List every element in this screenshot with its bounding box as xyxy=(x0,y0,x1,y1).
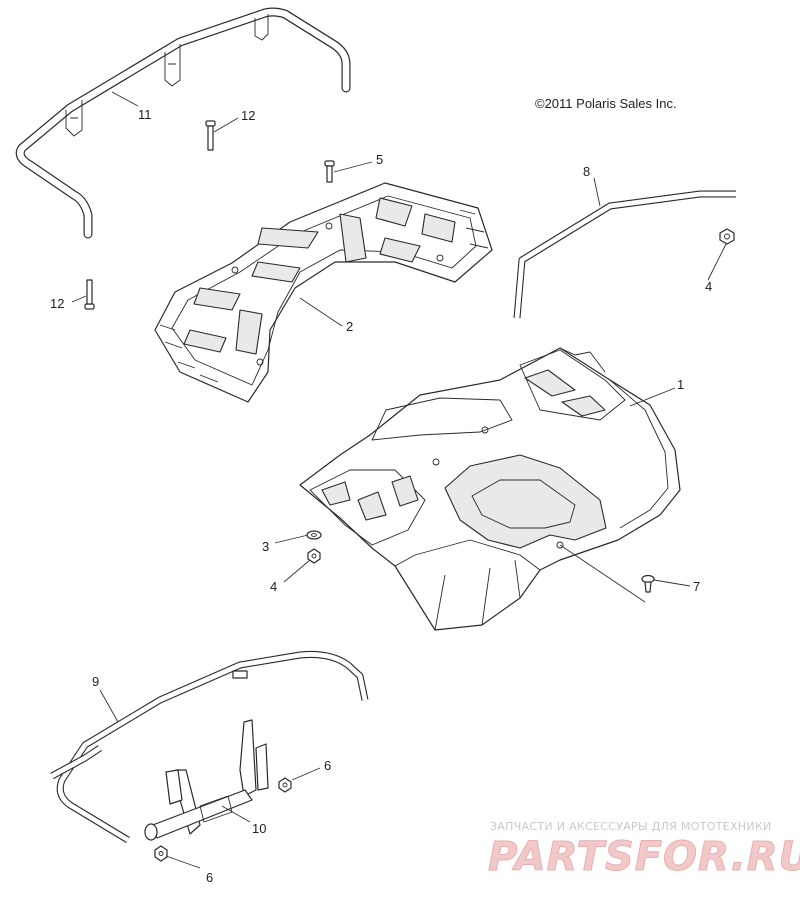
copyright-text: ©2011 Polaris Sales Inc. xyxy=(535,96,677,111)
watermark: ЗАПЧАСТИ И АКСЕССУАРЫ ДЛЯ МОТОТЕХНИКИ PA… xyxy=(488,820,800,881)
part-8-side-bar xyxy=(513,190,736,319)
part-1-rear-fender xyxy=(299,347,681,631)
callout-6-upper: 6 xyxy=(324,758,331,773)
callout-6-lower: 6 xyxy=(206,870,213,885)
part-12-bolt-upper xyxy=(205,120,216,151)
part-9-rear-rack-tube xyxy=(50,651,369,843)
part-12-bolt-lower xyxy=(84,279,95,310)
watermark-tagline: ЗАПЧАСТИ И АКСЕССУАРЫ ДЛЯ МОТОТЕХНИКИ xyxy=(490,820,772,833)
callout-1: 1 xyxy=(677,377,684,392)
part-10-hitch-bracket xyxy=(144,719,269,841)
callout-5: 5 xyxy=(376,152,383,167)
leader-lines xyxy=(71,91,727,869)
callout-7: 7 xyxy=(693,579,700,594)
callout-4-upper: 4 xyxy=(705,279,712,294)
part-7-push-rivet xyxy=(641,574,655,593)
callout-labels: 11 12 5 8 4 12 2 1 3 4 7 9 6 10 6 xyxy=(50,107,712,885)
callout-8: 8 xyxy=(583,164,590,179)
part-6-nut-upper xyxy=(278,777,292,793)
part-2-front-rack xyxy=(154,182,493,403)
watermark-brand: PARTSFOR.RU xyxy=(488,834,800,880)
part-5-bolt xyxy=(324,160,335,183)
callout-3: 3 xyxy=(262,539,269,554)
part-6-nut-lower xyxy=(154,845,168,862)
callout-11: 11 xyxy=(138,107,152,122)
callout-12-upper: 12 xyxy=(241,108,255,123)
part-4-nut-lower xyxy=(307,548,321,564)
part-4-nut-upper xyxy=(719,228,735,245)
callout-10: 10 xyxy=(252,821,266,836)
part-11-front-rack-tube xyxy=(15,7,351,239)
callout-9: 9 xyxy=(92,674,99,689)
callout-4-lower: 4 xyxy=(270,579,277,594)
callout-12-lower: 12 xyxy=(50,296,64,311)
part-3-washer xyxy=(306,530,322,540)
callout-2: 2 xyxy=(346,319,353,334)
